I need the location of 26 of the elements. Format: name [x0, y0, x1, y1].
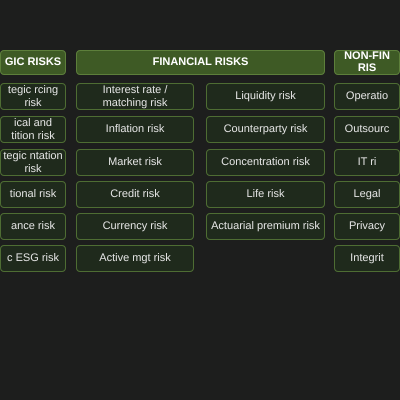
- risk-card: tegic ntation risk: [0, 149, 66, 176]
- risk-card: Interest rate / matching risk: [76, 83, 194, 110]
- risk-card: ical and tition risk: [0, 116, 66, 143]
- risk-card: Operatio: [334, 83, 400, 110]
- risk-card: IT ri: [334, 149, 400, 176]
- category-header: GIC RISKS: [0, 50, 66, 75]
- risk-card: Counterparty risk: [206, 116, 325, 143]
- risk-card: Outsourc: [334, 116, 400, 143]
- risk-card: Credit risk: [76, 181, 194, 208]
- risk-card: Actuarial premium risk: [206, 213, 325, 240]
- category-header: NON-FIN RIS: [334, 50, 400, 75]
- risk-card: Integrit: [334, 245, 400, 272]
- risk-card: Active mgt risk: [76, 245, 194, 272]
- risk-card: Liquidity risk: [206, 83, 325, 110]
- risk-card: Legal: [334, 181, 400, 208]
- risk-card: Market risk: [76, 149, 194, 176]
- risk-card: ance risk: [0, 213, 66, 240]
- risk-card: Privacy: [334, 213, 400, 240]
- risk-card: Currency risk: [76, 213, 194, 240]
- risk-card: Inflation risk: [76, 116, 194, 143]
- risk-card: tional risk: [0, 181, 66, 208]
- risk-card: c ESG risk: [0, 245, 66, 272]
- risk-card: tegic rcing risk: [0, 83, 66, 110]
- risk-card: Concentration risk: [206, 149, 325, 176]
- category-header: FINANCIAL RISKS: [76, 50, 325, 75]
- risk-card: Life risk: [206, 181, 325, 208]
